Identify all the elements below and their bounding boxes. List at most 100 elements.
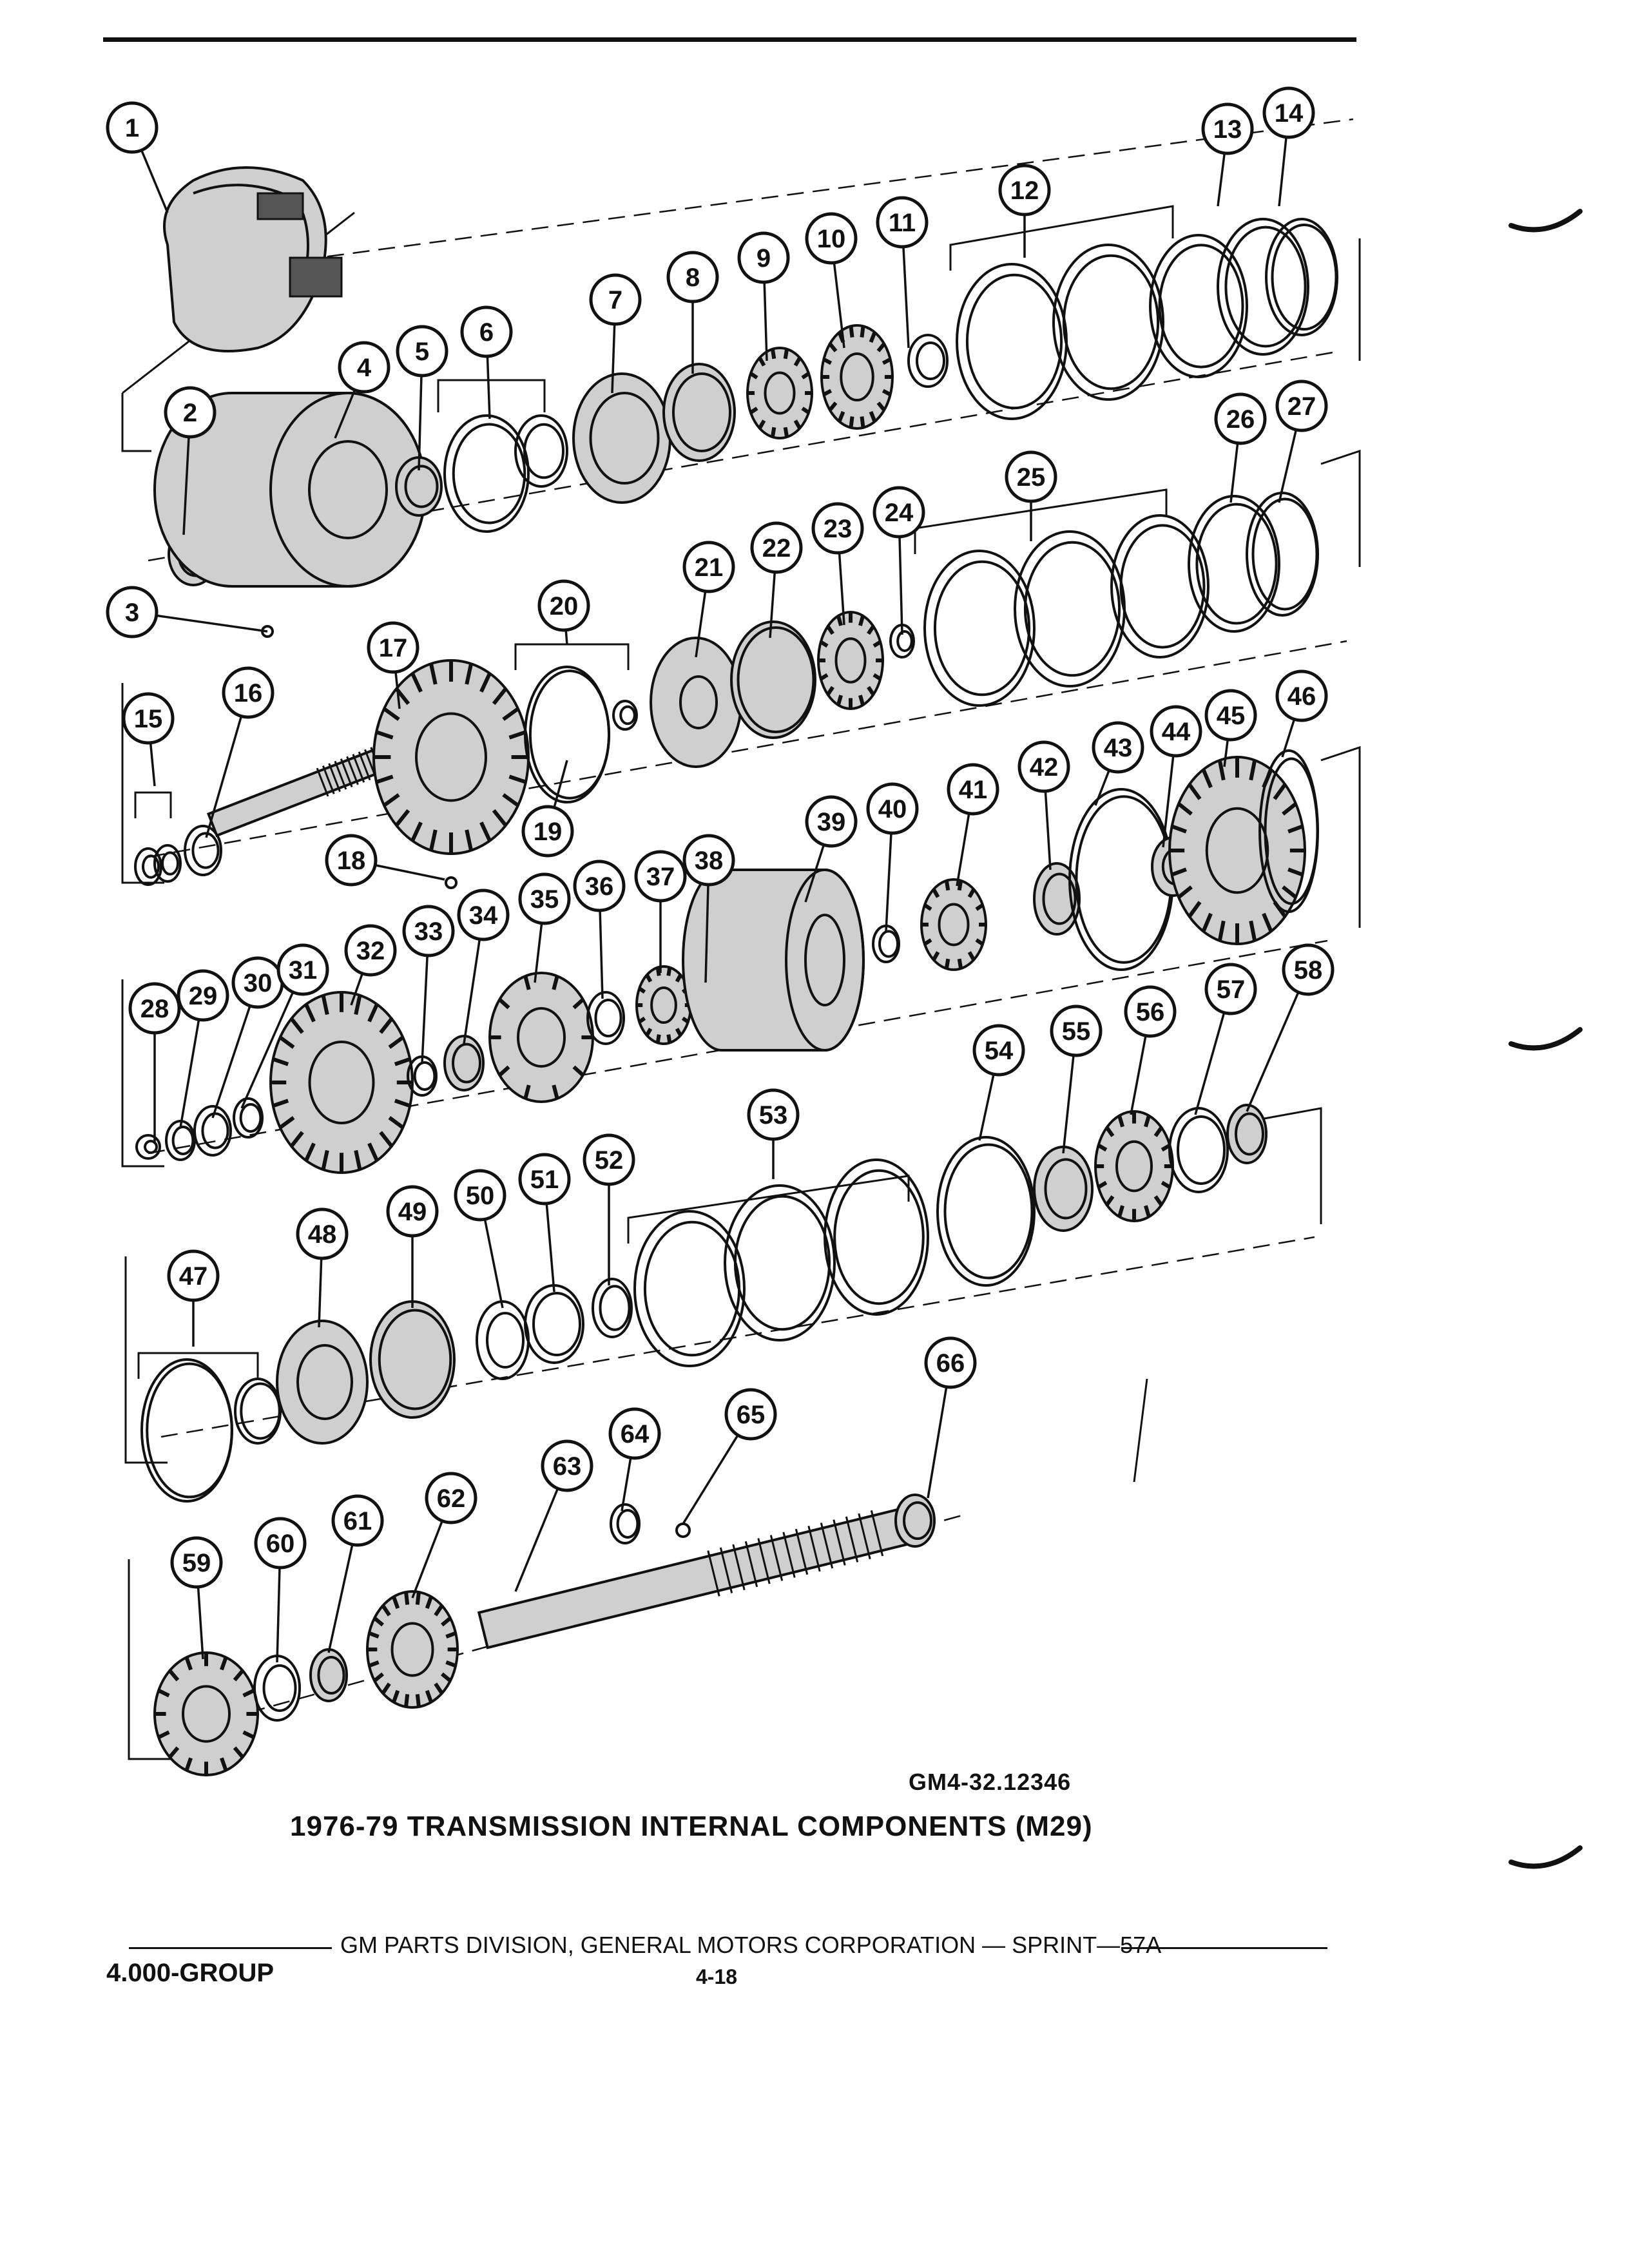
axis-row-2 <box>148 350 1341 562</box>
clip-65 <box>675 1523 691 1538</box>
leader-14 <box>1278 138 1287 207</box>
ring-gear-62 <box>366 1590 459 1709</box>
bearing-58 <box>1226 1104 1268 1164</box>
bushing-40 <box>872 925 900 963</box>
leader-3 <box>157 614 268 633</box>
leader-57 <box>1194 1014 1225 1115</box>
leader-51 <box>545 1204 555 1293</box>
leader-lines <box>140 138 1299 1663</box>
callout-label-30: 30 <box>244 969 273 997</box>
callout-22: 22 <box>750 521 803 574</box>
leader-40 <box>885 834 892 932</box>
clutch-plate-25c <box>1110 514 1210 658</box>
callout-label-17: 17 <box>379 634 408 662</box>
callout-46: 46 <box>1275 669 1328 722</box>
callout-64: 64 <box>608 1407 661 1460</box>
leader-55 <box>1062 1056 1075 1154</box>
callout-label-9: 9 <box>757 244 771 273</box>
callout-label-32: 32 <box>356 937 385 965</box>
callout-14: 14 <box>1262 86 1315 139</box>
leader-11 <box>902 247 910 349</box>
washer-36 <box>586 991 625 1045</box>
callout-26: 26 <box>1214 392 1267 445</box>
footer-publisher: GM PARTS DIVISION, GENERAL MOTORS CORPOR… <box>340 1932 1162 1958</box>
retainer-22 <box>730 620 816 739</box>
callout-47: 47 <box>167 1249 220 1302</box>
callout-27: 27 <box>1275 380 1328 432</box>
snap-ring-52 <box>592 1278 633 1338</box>
callout-label-45: 45 <box>1217 702 1246 730</box>
forward-clutch-housing-17 <box>372 659 530 855</box>
callout-label-14: 14 <box>1275 99 1304 128</box>
axis-row-1 <box>173 118 1354 278</box>
callout-label-22: 22 <box>762 534 791 562</box>
callout-label-61: 61 <box>343 1507 372 1535</box>
callout-label-23: 23 <box>824 515 853 543</box>
leader-38 <box>704 885 709 983</box>
callout-label-40: 40 <box>878 795 907 823</box>
sun-gear-shell-39 <box>682 869 865 1052</box>
callout-60: 60 <box>254 1517 307 1570</box>
callout-50: 50 <box>454 1169 506 1222</box>
callout-label-4: 4 <box>357 354 372 382</box>
leader-17 <box>394 673 401 709</box>
group-bracket-3 <box>514 643 630 670</box>
callout-label-64: 64 <box>621 1420 650 1448</box>
figure-code: GM4-32.12346 <box>909 1769 1072 1795</box>
callout-label-56: 56 <box>1136 998 1165 1026</box>
callout-43: 43 <box>1092 721 1144 774</box>
leader-26 <box>1229 444 1239 503</box>
callout-label-37: 37 <box>646 863 675 891</box>
clutch-drum-4 <box>153 392 427 588</box>
retainer-42 <box>1033 862 1081 936</box>
callout-label-48: 48 <box>308 1220 337 1249</box>
callout-label-38: 38 <box>695 847 724 875</box>
leader-56 <box>1130 1036 1147 1115</box>
callout-32: 32 <box>344 924 397 977</box>
race-55 <box>1033 1146 1094 1232</box>
callout-17: 17 <box>367 621 419 674</box>
clutch-plate-12a <box>956 263 1068 420</box>
sleeve-66 <box>894 1494 936 1548</box>
callout-label-35: 35 <box>530 885 559 914</box>
output-shaft-63 <box>477 1508 909 1649</box>
callout-29: 29 <box>177 969 229 1022</box>
brake-band <box>163 166 343 352</box>
leader-18 <box>376 864 445 881</box>
row-frame-10 <box>128 1559 174 1760</box>
leader-62 <box>411 1521 443 1599</box>
callout-label-12: 12 <box>1010 177 1039 205</box>
callout-52: 52 <box>583 1133 635 1186</box>
callout-label-43: 43 <box>1104 734 1133 762</box>
leader-2 <box>182 437 190 535</box>
callout-19: 19 <box>521 805 574 858</box>
leader-22 <box>769 573 776 639</box>
spring-retainer-8 <box>662 363 736 462</box>
row-frame-7 <box>1320 745 1361 928</box>
callout-label-29: 29 <box>189 982 218 1010</box>
leader-33 <box>421 956 429 1064</box>
washer-15b <box>153 844 182 883</box>
callout-28: 28 <box>128 982 181 1035</box>
callout-15: 15 <box>122 692 175 745</box>
group-bracket-7 <box>627 1175 910 1244</box>
leader-32 <box>350 974 363 1006</box>
roller-clutch-56 <box>1094 1110 1174 1222</box>
callout-53: 53 <box>747 1088 800 1141</box>
leader-63 <box>514 1489 559 1592</box>
callout-38: 38 <box>682 834 735 887</box>
callout-label-5: 5 <box>415 338 429 366</box>
leader-39 <box>804 845 825 903</box>
leader-44 <box>1162 756 1175 848</box>
callout-label-57: 57 <box>1217 975 1246 1004</box>
leader-30 <box>211 1006 251 1119</box>
margin-mark-3 <box>1509 1845 1583 1869</box>
seal-47b <box>234 1378 282 1445</box>
component-drawings <box>134 166 1338 1776</box>
callout-label-52: 52 <box>595 1146 624 1175</box>
leader-35 <box>534 924 543 983</box>
group-brackets <box>134 205 1174 1379</box>
footer-page: 4-18 <box>696 1965 738 1988</box>
backing-plate-13 <box>1217 218 1309 356</box>
thrust-washer-16 <box>184 825 222 876</box>
